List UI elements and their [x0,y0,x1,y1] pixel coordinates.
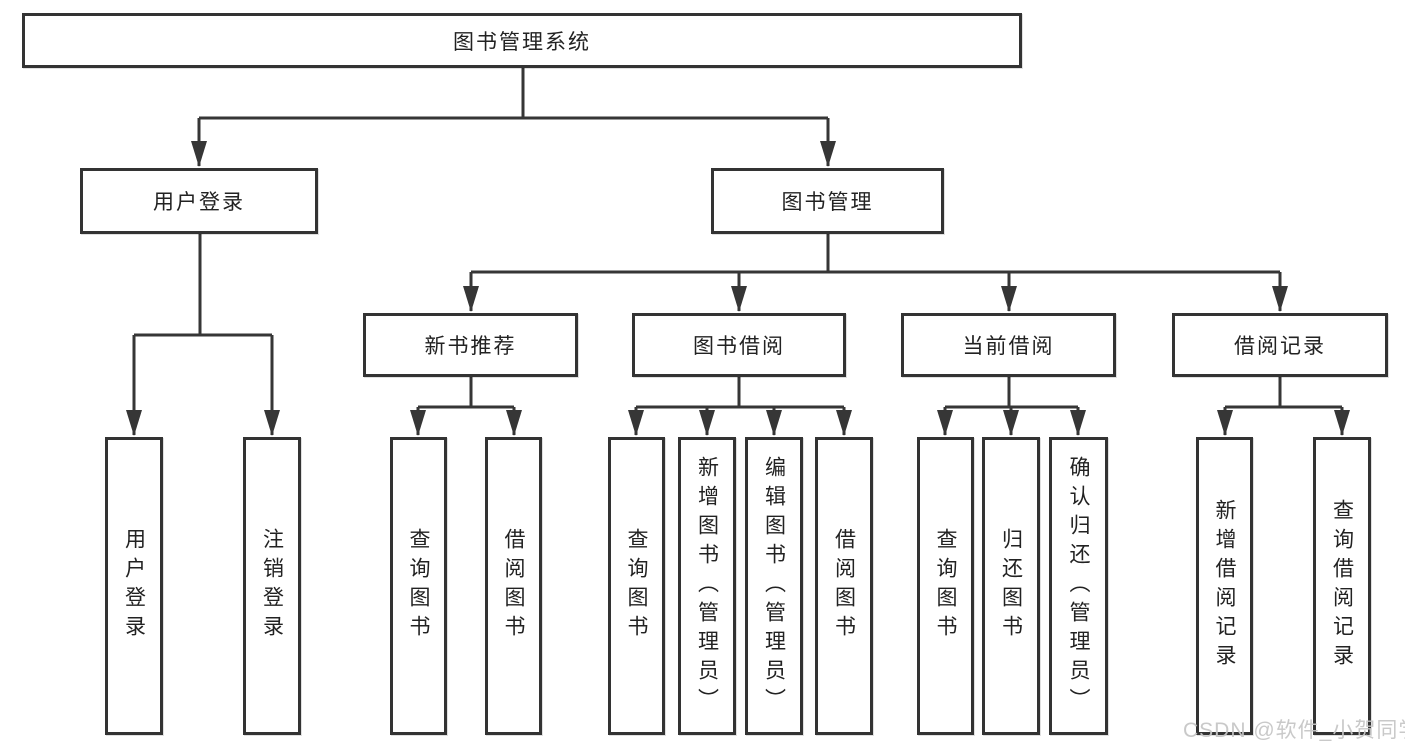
leaf-edit-book-admin: 编辑图书（管理员） [745,437,803,735]
leaf-label: 编辑图书（管理员） [762,455,786,717]
leaf-add-book-admin: 新增图书（管理员） [678,437,736,735]
leaf-query-book-2: 查询图书 [608,437,665,735]
node-current-borrow: 当前借阅 [901,313,1116,377]
leaf-query-borrow-record: 查询借阅记录 [1313,437,1371,735]
leaf-label: 借阅图书 [832,528,856,644]
leaf-label: 查询借阅记录 [1330,499,1354,673]
leaf-label: 归还图书 [999,528,1023,644]
leaf-label: 查询图书 [934,528,957,644]
leaf-query-book-1: 查询图书 [390,437,447,735]
csdn-watermark: CSDN @软件_小贺同学 [1183,719,1405,742]
leaf-label: 新增借阅记录 [1213,499,1236,673]
node-library-management-system: 图书管理系统 [22,13,1022,68]
leaf-label: 借阅图书 [502,528,525,644]
leaf-borrow-book-2: 借阅图书 [815,437,873,735]
leaf-query-book-3: 查询图书 [917,437,974,735]
leaf-label: 查询图书 [407,528,430,644]
leaf-label: 确认归还（管理员） [1067,455,1090,717]
leaf-return-book: 归还图书 [982,437,1040,735]
node-book-management: 图书管理 [711,168,944,234]
leaf-confirm-return-admin: 确认归还（管理员） [1049,437,1108,735]
node-book-borrow: 图书借阅 [632,313,846,377]
node-borrow-record: 借阅记录 [1172,313,1388,377]
node-user-login: 用户登录 [80,168,318,234]
leaf-label: 注销登录 [260,528,284,644]
leaf-borrow-book-1: 借阅图书 [485,437,542,735]
node-new-book-recommend: 新书推荐 [363,313,578,377]
leaf-label: 新增图书（管理员） [695,455,719,717]
leaf-logout: 注销登录 [243,437,301,735]
leaf-add-borrow-record: 新增借阅记录 [1196,437,1253,735]
leaf-label: 用户登录 [122,528,146,644]
leaf-user-login: 用户登录 [105,437,163,735]
leaf-label: 查询图书 [625,528,648,644]
